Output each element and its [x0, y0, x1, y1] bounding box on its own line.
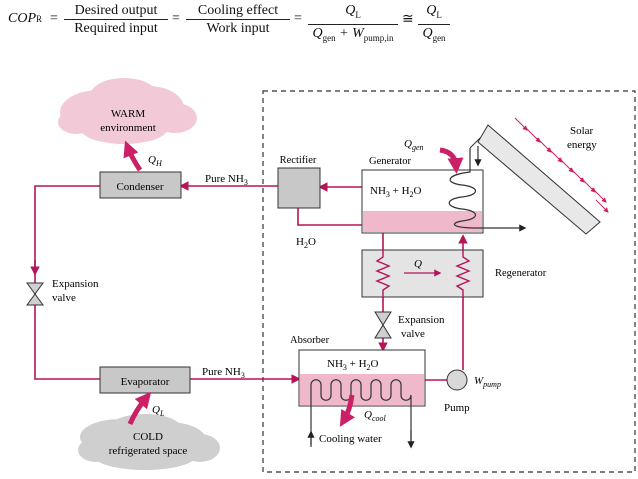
solar-label-1: Solar	[570, 125, 594, 137]
generator-label: Generator	[369, 156, 411, 167]
qh-label: QH	[148, 154, 163, 168]
expansion-valve-left	[26, 282, 44, 306]
expansion-left-label-1: Expansion	[52, 278, 99, 290]
ql-heat-arrow	[127, 391, 152, 425]
absorber-coil	[310, 379, 412, 445]
pump-circle	[446, 369, 468, 391]
qcool-label: Qcool	[364, 409, 387, 423]
evaporator-label: Evaporator	[121, 376, 170, 388]
qcool-heat-arrow	[339, 394, 355, 427]
frac3-num-sub: L	[355, 9, 361, 20]
absorber-mixture: NH3 + H2O	[327, 358, 379, 372]
cold-label-2: refrigerated space	[109, 445, 188, 457]
expansion-right-label-1: Expansion	[398, 314, 445, 326]
qgen-heat-arrow	[439, 147, 464, 174]
absorber-label: Absorber	[290, 335, 330, 346]
equals-2: =	[172, 11, 180, 26]
qgen-label: Qgen	[404, 138, 424, 152]
frac3-den-w-sub: pump,in	[363, 32, 394, 43]
pump-label: Pump	[444, 402, 470, 414]
regen-coil-right	[455, 250, 471, 297]
fraction-cooling-work: Cooling effect Work input	[186, 2, 290, 37]
frac2-bar	[186, 19, 290, 20]
collector-pipe-top	[469, 137, 481, 149]
generator-liquid	[363, 211, 482, 232]
condenser-box	[99, 171, 182, 199]
equals-3: =	[294, 11, 302, 26]
frac3-bar	[308, 23, 398, 25]
frac4-den: Qgen	[422, 25, 445, 47]
frac4-num: QL	[426, 2, 442, 24]
rectifier-label: Rectifier	[280, 155, 317, 166]
condenser-label: Condenser	[116, 181, 163, 193]
regenerator-label: Regenerator	[495, 268, 547, 279]
frac1-bar	[64, 19, 168, 20]
frac4-den-q: Q	[422, 25, 433, 41]
cop-symbol: COP	[8, 11, 36, 26]
solar-collector	[477, 124, 601, 235]
equals-1: =	[50, 11, 58, 26]
solar-label-2: energy	[567, 139, 597, 151]
regen-coil-left	[375, 250, 391, 297]
warm-label-1: WARM	[111, 108, 145, 120]
frac3-den-q: Q	[312, 25, 323, 41]
frac3-den-q-sub: gen	[322, 32, 336, 43]
frac2-den: Work input	[206, 21, 270, 36]
fraction-ql-qgen: QL Qgen	[418, 2, 450, 47]
expansion-valve-right	[374, 311, 392, 339]
warm-environment-cloud	[58, 78, 197, 144]
frac4-bar	[418, 23, 450, 25]
frac3-den-w: + W	[335, 25, 364, 41]
fraction-ql-qgen-w: QL Qgen + Wpump,in	[308, 2, 398, 47]
rectifier-box	[277, 167, 321, 209]
frac1-den: Required input	[74, 21, 158, 36]
frac2-num: Cooling effect	[197, 3, 279, 18]
cooling-water-label: Cooling water	[319, 433, 382, 445]
frac3-den: Qgen + Wpump,in	[313, 25, 394, 47]
expansion-left-label-2: valve	[52, 292, 76, 304]
frac3-num-q: Q	[345, 3, 356, 18]
generator-coil	[448, 148, 527, 232]
ql-label: QL	[152, 404, 165, 418]
cold-space-cloud	[78, 414, 220, 470]
regen-q-label: Q	[414, 258, 422, 270]
fraction-desired-required: Desired output Required input	[64, 2, 168, 37]
frac4-num-q: Q	[426, 3, 437, 18]
frac3-num: QL	[345, 2, 361, 24]
frac4-num-sub: L	[436, 9, 442, 20]
evaporator-box	[99, 366, 191, 394]
qh-heat-arrow	[123, 140, 143, 172]
frac1-num: Desired output	[74, 3, 158, 18]
expansion-right-label-2: valve	[401, 328, 425, 340]
pure-nh3-bottom-label: Pure NH3	[202, 366, 245, 380]
solar-system-enclosure	[262, 90, 636, 473]
warm-label-2: environment	[100, 122, 156, 134]
pure-nh3-top-label: Pure NH3	[205, 173, 248, 187]
h2o-label: H2O	[296, 236, 316, 250]
cop-sub: R	[36, 14, 43, 24]
frac4-den-sub: gen	[432, 32, 446, 43]
generator-mixture: NH3 + H2O	[370, 185, 422, 199]
wpump-label: Wpump	[474, 375, 501, 389]
approx-symbol: ≅	[402, 12, 414, 27]
cold-label-1: COLD	[133, 431, 163, 443]
solar-rays	[514, 117, 609, 213]
